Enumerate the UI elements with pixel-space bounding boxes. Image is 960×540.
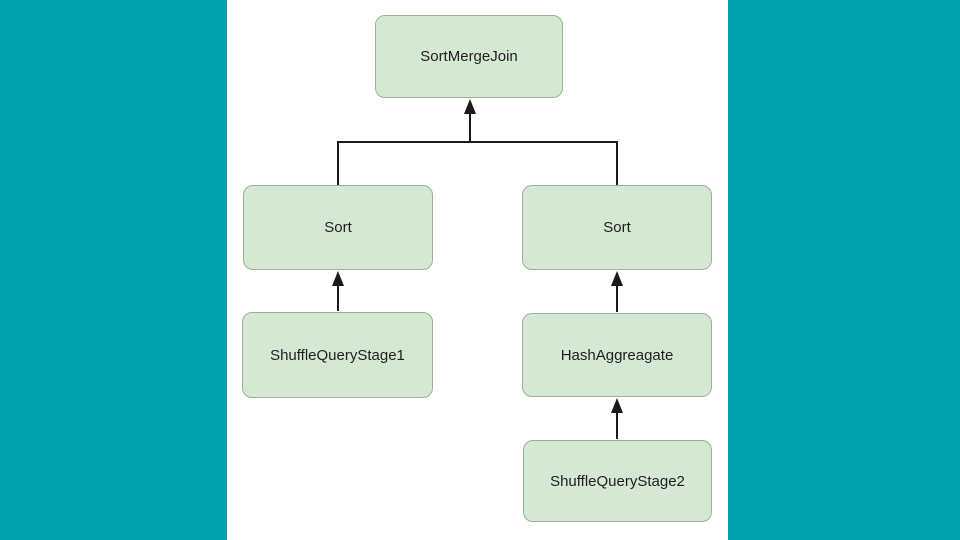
node-label: Sort bbox=[324, 219, 352, 236]
node-label: Sort bbox=[603, 219, 631, 236]
node-sortmergejoin: SortMergeJoin bbox=[375, 15, 563, 98]
node-shufflequerystage2: ShuffleQueryStage2 bbox=[523, 440, 712, 522]
node-shufflequerystage1: ShuffleQueryStage1 bbox=[242, 312, 433, 398]
node-hashaggreagate: HashAggreagate bbox=[522, 313, 712, 397]
node-label: SortMergeJoin bbox=[420, 48, 518, 65]
node-label: ShuffleQueryStage1 bbox=[270, 346, 405, 364]
node-sort-right: Sort bbox=[522, 185, 712, 270]
node-label: ShuffleQueryStage2 bbox=[550, 472, 685, 490]
node-sort-left: Sort bbox=[243, 185, 433, 270]
node-label: HashAggreagate bbox=[560, 346, 674, 364]
